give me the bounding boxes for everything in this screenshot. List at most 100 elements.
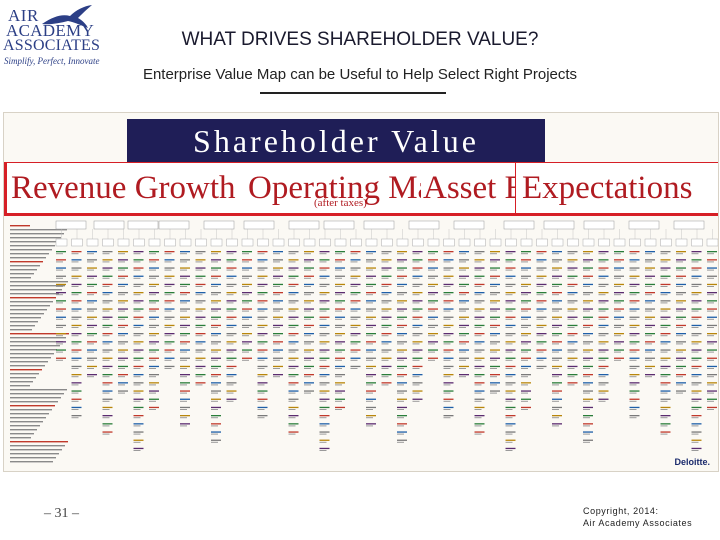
map-item-line	[397, 318, 404, 320]
map-item-line	[443, 292, 454, 294]
map-item-line	[273, 302, 280, 304]
map-item-line	[676, 300, 686, 302]
map-item-line	[598, 400, 606, 402]
map-item-line	[567, 308, 578, 310]
map-item-line	[335, 390, 345, 392]
map-item-line	[521, 327, 528, 328]
map-item-line	[180, 259, 190, 261]
map-item-line	[583, 259, 593, 261]
map-item-line	[164, 275, 175, 277]
map-item-line	[583, 261, 590, 263]
map-item-line	[87, 357, 97, 359]
map-item-line	[660, 261, 668, 263]
map-item-line	[521, 310, 528, 312]
map-note-line	[10, 381, 33, 383]
map-item-line	[660, 267, 671, 269]
map-item-line	[691, 324, 702, 327]
map-item-line	[629, 376, 637, 378]
map-item-line	[505, 415, 516, 417]
map-item-line	[335, 384, 342, 386]
driver-box	[453, 220, 485, 230]
map-item-line	[443, 308, 454, 310]
map-item-line	[583, 398, 593, 400]
map-item-line	[71, 277, 79, 279]
map-item-line	[164, 324, 175, 327]
map-item-line	[645, 292, 655, 294]
map-item-line	[474, 433, 482, 435]
map-item-line	[71, 384, 79, 386]
map-item-line	[288, 335, 296, 337]
map-item-line	[102, 368, 110, 369]
map-item-line	[164, 269, 172, 271]
map-item-line	[660, 318, 668, 320]
map-item-line	[598, 292, 609, 294]
map-item-line	[133, 286, 141, 287]
map-item-line	[707, 267, 717, 269]
map-item-line	[660, 392, 668, 394]
map-item-line	[118, 333, 128, 335]
map-item-line	[56, 269, 63, 271]
map-item-line	[505, 292, 516, 294]
map-item-line	[381, 275, 392, 277]
map-item-line	[536, 316, 547, 318]
map-item-line	[707, 277, 714, 279]
map-item-line	[660, 269, 668, 271]
map-item-line	[71, 343, 79, 345]
map-note-line	[10, 301, 53, 303]
map-item-line	[319, 359, 327, 361]
map-item-line	[211, 390, 221, 392]
map-item-line	[211, 417, 218, 419]
map-item-line	[226, 398, 237, 400]
map-item-line	[474, 318, 482, 320]
map-item-line	[71, 374, 82, 376]
sub-driver-box	[164, 238, 176, 247]
map-item-line	[133, 425, 141, 427]
map-item-line	[56, 357, 66, 359]
map-item-line	[583, 374, 593, 376]
map-item-line	[381, 359, 389, 361]
map-item-line	[490, 324, 500, 327]
map-item-line	[660, 409, 668, 410]
map-item-line	[195, 267, 206, 269]
map-item-line	[629, 302, 637, 304]
map-item-line	[629, 324, 640, 327]
map-item-line	[335, 316, 345, 318]
map-item-line	[428, 357, 438, 359]
map-item-line	[366, 390, 376, 392]
map-item-line	[459, 253, 466, 255]
map-item-line	[195, 333, 206, 335]
map-item-line	[629, 341, 640, 343]
map-item-line	[381, 365, 392, 368]
map-item-line	[474, 406, 485, 409]
map-item-line	[133, 447, 144, 450]
map-item-line	[71, 357, 82, 359]
map-item-line	[149, 286, 156, 287]
map-item-line	[257, 302, 265, 304]
map-item-line	[366, 292, 376, 294]
operating-margin-note: (after taxes)	[314, 197, 367, 209]
map-item-line	[505, 253, 513, 255]
map-item-line	[443, 365, 454, 368]
map-item-line	[242, 275, 252, 277]
map-item-line	[583, 302, 590, 304]
expectations-label: Expectations	[522, 169, 693, 206]
map-item-line	[583, 382, 593, 384]
map-item-line	[319, 269, 327, 271]
map-item-line	[552, 324, 562, 327]
map-item-line	[397, 384, 404, 386]
map-item-line	[133, 433, 141, 435]
map-item-line	[319, 308, 330, 310]
map-item-line	[505, 327, 513, 328]
map-item-line	[304, 318, 311, 320]
driver-box	[673, 220, 705, 230]
map-item-line	[102, 292, 113, 294]
map-item-line	[707, 351, 714, 353]
map-item-line	[474, 390, 485, 392]
map-item-line	[707, 302, 714, 304]
map-item-line	[118, 310, 125, 312]
map-item-line	[71, 333, 82, 335]
map-item-line	[273, 333, 283, 335]
map-item-line	[552, 400, 559, 402]
map-item-line	[56, 341, 66, 343]
map-item-line	[56, 286, 63, 287]
